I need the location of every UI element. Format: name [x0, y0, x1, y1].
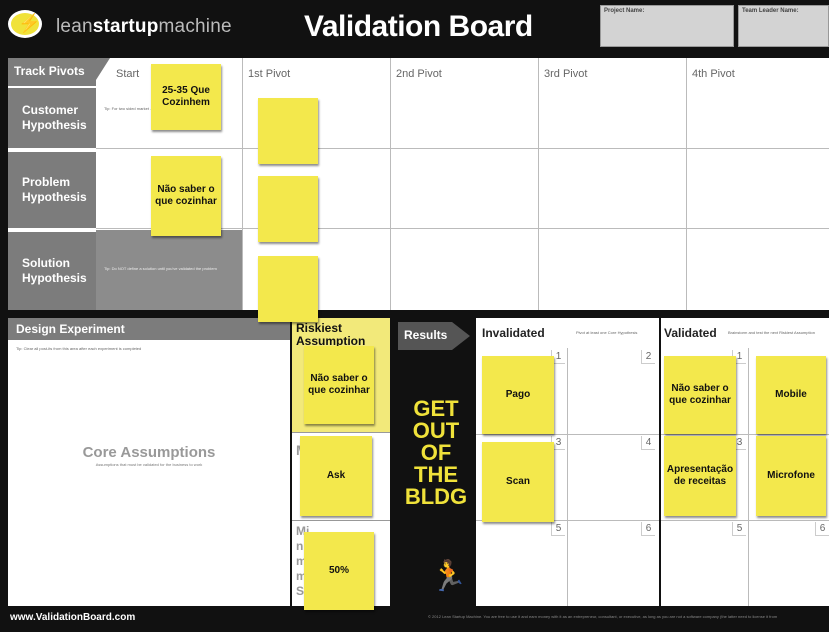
divider — [476, 520, 659, 521]
cell-number: 2 — [641, 350, 655, 364]
riskiest-assumption-title: Riskiest Assumption — [296, 321, 366, 348]
design-experiment-header: Design Experiment — [8, 318, 290, 340]
divider — [476, 434, 659, 435]
get-out-of-the-building: GET OUT OF THE BLDG — [398, 398, 474, 508]
results-label: Results — [398, 322, 452, 350]
divider — [538, 58, 539, 310]
cell-number: 5 — [551, 522, 565, 536]
project-name-field[interactable]: Project Name: — [600, 5, 734, 47]
get-out-line: OUT — [412, 418, 460, 443]
divider — [242, 58, 243, 310]
solution-start-cell — [96, 230, 242, 310]
get-out-line: GET — [413, 396, 459, 421]
sticky-note-method[interactable]: Ask — [300, 436, 372, 516]
track-pivots-header — [8, 58, 96, 86]
track-pivots-title: Track Pivots — [14, 64, 85, 78]
team-leader-field[interactable]: Team Leader Name: — [738, 5, 829, 47]
row-problem-hypothesis: Problem Hypothesis — [8, 150, 96, 228]
row-customer-hypothesis: Customer Hypothesis — [8, 86, 96, 148]
divider — [567, 348, 568, 606]
sticky-note-validated-2[interactable]: Mobile — [756, 356, 826, 434]
sticky-note-blank[interactable] — [258, 256, 318, 322]
divider — [96, 148, 829, 149]
invalidated-tip: Pivot at least one Core Hypothesis — [576, 330, 638, 335]
customer-tip: Tip: For two sided market ... that — [104, 106, 162, 111]
divider — [292, 520, 390, 521]
start-tab-notch — [96, 58, 110, 80]
sticky-note-invalidated-1[interactable]: Pago — [482, 356, 554, 434]
column-start: Start — [116, 68, 140, 80]
footer-url[interactable]: www.ValidationBoard.com — [10, 612, 136, 623]
sticky-note-mvc[interactable]: 50% — [304, 532, 374, 610]
divider — [292, 432, 390, 433]
divider — [748, 348, 749, 606]
sticky-note-invalidated-2[interactable]: Scan — [482, 442, 554, 522]
cell-number: 6 — [815, 522, 829, 536]
results-arrow-icon — [452, 322, 470, 350]
sticky-note-blank[interactable] — [258, 98, 318, 164]
column-2nd-pivot: 2nd Pivot — [396, 68, 442, 80]
divider — [661, 520, 829, 521]
divider — [686, 58, 687, 310]
lightning-bolt-icon: ⚡ — [18, 13, 41, 33]
core-assumptions-title: Core Assumptions — [82, 444, 216, 461]
column-1st-pivot: 1st Pivot — [248, 68, 291, 80]
column-3rd-pivot: 3rd Pivot — [544, 68, 588, 80]
sticky-note-riskiest[interactable]: Não saber o que cozinhar — [304, 346, 374, 424]
get-out-line: OF THE — [414, 440, 458, 487]
running-person-icon: 🏃 — [430, 560, 468, 593]
invalidated-title: Invalidated — [482, 326, 545, 340]
sticky-note-customer[interactable]: 25-35 Que Cozinhem — [151, 64, 221, 130]
brand-logo: leanstartupmachine — [56, 16, 232, 37]
design-tip: Tip: Clear all post-its from this area a… — [16, 346, 142, 351]
column-4th-pivot: 4th Pivot — [692, 68, 735, 80]
sticky-note-problem[interactable]: Não saber o que cozinhar — [151, 156, 221, 236]
row-solution-hypothesis: Solution Hypothesis — [8, 230, 96, 310]
design-experiment-area — [8, 340, 290, 606]
solution-tip: Tip: Do NOT define a solution until you'… — [104, 266, 217, 271]
core-assumptions-subtitle: Assumptions that must be validated for t… — [95, 462, 203, 467]
logo-circle-icon — [8, 10, 42, 38]
sticky-note-blank[interactable] — [258, 176, 318, 242]
get-out-line: BLDG — [404, 484, 468, 509]
divider — [390, 58, 391, 310]
cell-number: 6 — [641, 522, 655, 536]
sticky-note-validated-4[interactable]: Microfone — [756, 436, 826, 516]
footer-copyright: © 2012 Lean Startup Machine. You are fre… — [428, 614, 778, 619]
sticky-note-validated-1[interactable]: Não saber o que cozinhar — [664, 356, 736, 434]
divider — [96, 228, 829, 229]
cell-number: 4 — [641, 436, 655, 450]
sticky-note-validated-3[interactable]: Apresentação de receitas — [664, 436, 736, 516]
cell-number: 5 — [732, 522, 746, 536]
validated-title: Validated — [664, 326, 717, 340]
board-title: Validation Board — [304, 10, 533, 43]
divider — [661, 434, 829, 435]
validated-tip: Brainstorm and test the next Riskiest As… — [728, 330, 815, 335]
